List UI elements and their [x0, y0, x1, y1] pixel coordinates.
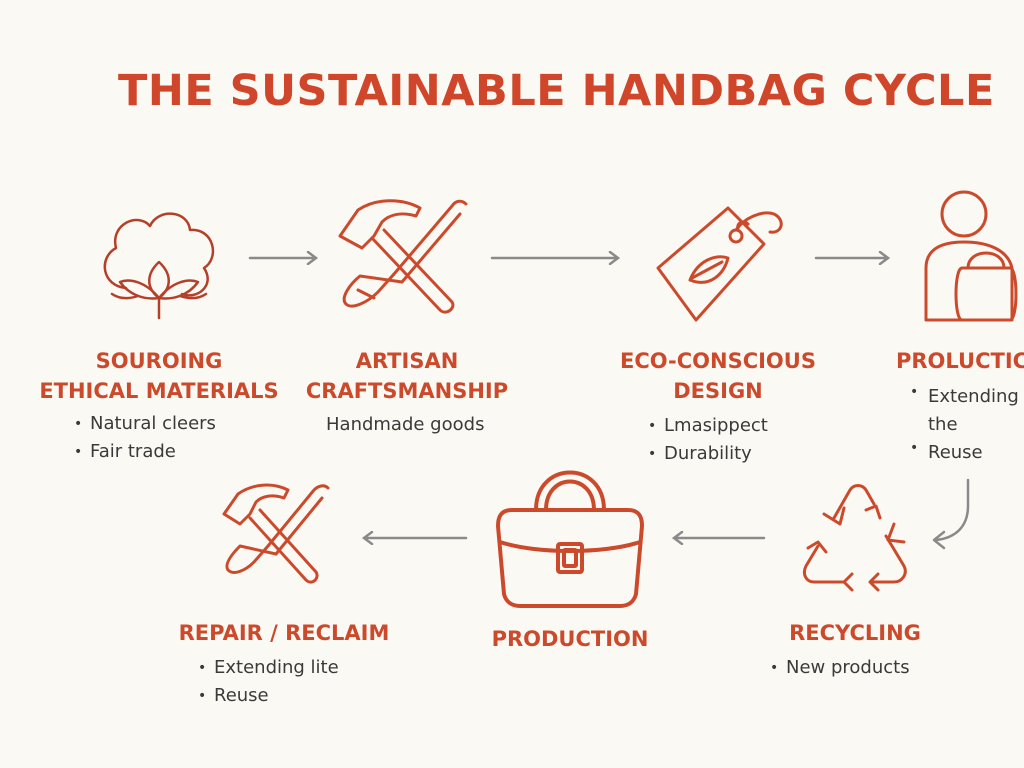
arrow-right-icon [814, 250, 892, 269]
stage-title-production: PRODUCTION [470, 624, 670, 654]
stage-text-artisan: Handmade goods [326, 414, 485, 435]
stage-title-sourcing: SOUROING ETHICAL MATERIALS [30, 346, 288, 406]
stage-title-line: PRODUCTION [491, 627, 649, 651]
stage-title-line: ARTISAN [355, 349, 459, 373]
stage-bullets-eco-design: Lmasippect Durability [648, 412, 768, 468]
list-item: Reuse [928, 442, 983, 463]
stage-title-line: DESIGN [673, 379, 763, 403]
list-item-bullet-icon: • [910, 384, 919, 400]
arrow-left-icon [360, 530, 468, 549]
stage-bullets-sourcing: Natural cleers Fair trade [74, 410, 216, 466]
handbag-icon [496, 448, 644, 608]
curved-arrow-down-icon [928, 478, 976, 554]
list-item: Lmasippect [648, 412, 768, 440]
list-item: Durability [648, 440, 768, 468]
arrow-right-icon [490, 250, 622, 269]
stage-title-artisan: ARTISAN CRAFTSMANSHIP [290, 346, 524, 406]
list-item: New products [770, 654, 910, 682]
hammer-screwdriver-icon [328, 192, 473, 324]
arrow-right-icon [248, 250, 320, 269]
list-item-bullet-icon: • [910, 440, 919, 456]
page-title: THE SUSTAINABLE HANDBAG CYCLE [118, 66, 995, 116]
stage-title-line: CRAFTSMANSHIP [305, 379, 509, 403]
stage-title-proluctic: PROLUCTIC [896, 346, 1024, 376]
repair-tools-icon [216, 474, 336, 594]
stage-bullets-recycling: New products [770, 654, 910, 682]
eco-tag-icon [652, 196, 792, 326]
arrow-left-icon [670, 530, 766, 549]
recycle-icon [794, 478, 918, 602]
stage-title-recycling: RECYCLING [770, 618, 940, 648]
list-item: Natural cleers [74, 410, 216, 438]
list-item-continuation: the [928, 414, 958, 435]
stage-title-line: SOUROING [95, 349, 223, 373]
list-item: Fair trade [74, 438, 216, 466]
stage-title-line: ECO-CONSCIOUS [620, 349, 816, 373]
stage-title-eco-design: ECO-CONSCIOUS DESIGN [604, 346, 832, 406]
list-item: Extending [928, 386, 1019, 407]
list-item: Reuse [198, 682, 339, 710]
stage-title-line: ETHICAL MATERIALS [39, 379, 279, 403]
stage-title-line: REPAIR / RECLAIM [178, 621, 390, 645]
cotton-flower-icon [96, 202, 222, 326]
stage-title-line: RECYCLING [789, 621, 921, 645]
stage-title-line: PROLUCTIC [896, 349, 1024, 373]
stage-title-repair: REPAIR / RECLAIM [164, 618, 404, 648]
person-with-bag-icon [922, 188, 1024, 324]
list-item: Extending lite [198, 654, 339, 682]
stage-bullets-repair: Extending lite Reuse [198, 654, 339, 710]
